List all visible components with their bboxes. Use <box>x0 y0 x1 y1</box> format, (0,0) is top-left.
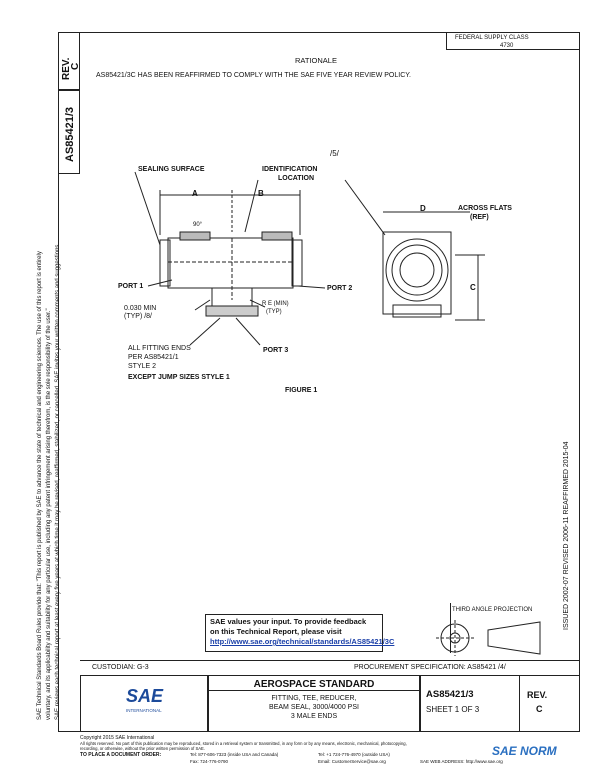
label-port-2: PORT 2 <box>327 285 353 292</box>
title-rev-value: C <box>536 704 543 714</box>
tel-usa: Tel: 877-606-7323 (inside USA and Canada… <box>190 752 279 757</box>
feedback-link[interactable]: http://www.sae.org/technical/standards/A… <box>210 637 395 646</box>
note-ends-1: ALL FITTING ENDS <box>128 345 191 352</box>
dim-angle: 90° <box>193 222 203 228</box>
label-port-3: PORT 3 <box>263 347 289 354</box>
issue-stamp: ISSUED 2002-07 REVISED 2006-11 REAFFIRME… <box>563 441 570 630</box>
logo-cell <box>80 675 208 732</box>
label-sealing-surface: SEALING SURFACE <box>138 166 205 173</box>
title-rev-label: REV. <box>527 690 548 700</box>
custodian-rule <box>80 660 580 661</box>
procurement-spec: PROCUREMENT SPECIFICATION: AS85421 /4/ <box>354 664 506 671</box>
rights-line-2: recording, or otherwise, without the pri… <box>80 746 205 751</box>
title-rule <box>208 690 420 691</box>
sae-norm-watermark: SAE NORM <box>492 744 557 758</box>
rationale-title: RATIONALE <box>295 56 337 65</box>
sae-logo-sub: INTERNATIONAL <box>126 708 162 713</box>
title-desc-3: 3 MALE ENDS <box>290 713 338 720</box>
doc-box-left <box>58 90 80 174</box>
third-angle-label: THIRD ANGLE PROJECTION <box>452 607 533 613</box>
dim-b: B <box>258 189 264 198</box>
rev-box-left <box>58 32 80 90</box>
label-port-1: PORT 1 <box>118 283 144 290</box>
label-location: LOCATION <box>278 175 315 182</box>
note-ends-3: STYLE 2 <box>128 363 157 370</box>
copyright: Copyright 2015 SAE International <box>80 735 155 741</box>
note-re-min-2: (TYP) <box>266 309 282 315</box>
figure-caption: FIGURE 1 <box>285 387 318 394</box>
doc-cell <box>420 675 520 732</box>
sheet-number: SHEET 1 OF 3 <box>426 705 480 714</box>
figure-marker: /5/ <box>330 149 339 158</box>
dim-a: A <box>192 189 198 198</box>
dim-c: C <box>470 283 476 292</box>
rights-line-1: All rights reserved. No part of this pub… <box>80 741 407 746</box>
label-identification: IDENTIFICATION <box>262 166 318 173</box>
feedback-line-2: on this Technical Report, please visit <box>210 627 342 636</box>
web-address[interactable]: SAE WEB ADDRESS: http://www.sae.org <box>420 759 503 764</box>
title-desc-1: FITTING, TEE, REDUCER, <box>271 695 357 702</box>
fsc-label: FEDERAL SUPPLY CLASS <box>455 35 529 41</box>
email[interactable]: Email: CustomerService@sae.org <box>318 759 386 764</box>
note-re-min-1: R E (MIN) <box>262 301 289 307</box>
label-ref: (REF) <box>470 214 489 221</box>
aerospace-standard: AEROSPACE STANDARD <box>253 679 375 690</box>
fax: Fax: 724-776-0790 <box>190 759 229 764</box>
order-label: TO PLACE A DOCUMENT ORDER: <box>80 752 162 758</box>
note-ends-2: PER AS85421/1 <box>128 354 179 361</box>
fsc-code: 4730 <box>500 43 514 49</box>
sae-logo: SAE <box>126 686 164 706</box>
dim-d: D <box>420 204 426 213</box>
note-min-1: 0.030 MIN <box>124 305 157 312</box>
feedback-box <box>205 614 383 652</box>
title-desc-2: BEAM SEAL, 3000/4000 PSI <box>269 704 359 711</box>
feedback-line-1: SAE values your input. To provide feedba… <box>210 617 367 626</box>
title-cell <box>208 675 420 732</box>
note-min-2: (TYP) /8/ <box>124 313 153 320</box>
fsc-box <box>446 32 580 50</box>
note-ends-4: EXCEPT JUMP SIZES STYLE 1 <box>128 374 230 381</box>
custodian: CUSTODIAN: G-3 <box>92 664 149 671</box>
rationale-text: AS85421/3C HAS BEEN REAFFIRMED TO COMPLY… <box>96 72 411 79</box>
tel-outside: Tel: +1 724-776-4970 (outside USA) <box>318 752 390 757</box>
title-doc-number: AS85421/3 <box>426 689 474 700</box>
third-angle-box <box>450 603 560 653</box>
label-across-flats: ACROSS FLATS <box>458 205 512 212</box>
